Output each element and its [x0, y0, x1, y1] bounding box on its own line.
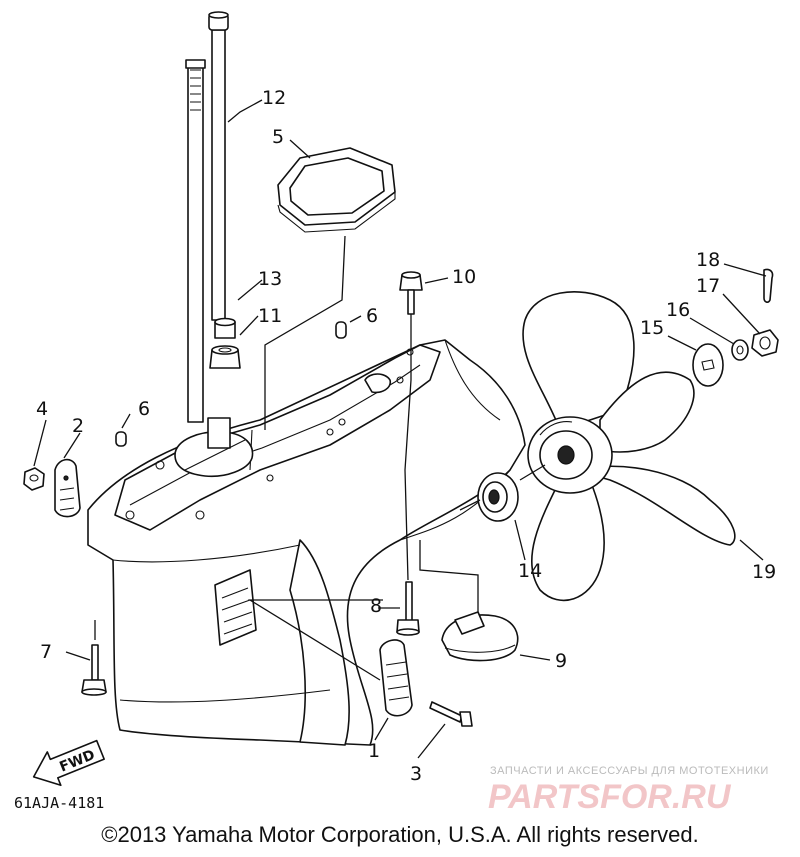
label-part-6-lower: 6: [138, 398, 150, 420]
label-part-2: 2: [72, 415, 84, 437]
cotter-pin-18: [763, 268, 774, 303]
diagram-code: 61AJA-4181: [14, 794, 104, 812]
label-part-18: 18: [696, 249, 720, 271]
copyright-notice: ©2013 Yamaha Motor Corporation, U.S.A. A…: [101, 822, 699, 847]
label-part-14: 14: [518, 560, 542, 582]
cover-plate-2: [54, 458, 81, 518]
drive-shaft: [185, 59, 206, 423]
cover-1: [379, 639, 413, 717]
screw-3: [429, 701, 473, 727]
shift-rod: [208, 11, 229, 321]
spacer-14: [477, 472, 519, 522]
label-part-5: 5: [272, 126, 284, 148]
bolt-8: [396, 581, 420, 636]
label-part-10: 10: [452, 266, 476, 288]
shift-rod-grommet: [209, 345, 241, 369]
washer-16: [731, 339, 749, 361]
nut-4: [23, 467, 45, 491]
bolt-10: [399, 271, 423, 315]
watermark-logo: PARTSFOR.RU: [488, 778, 732, 816]
castle-nut-17: [751, 329, 779, 357]
label-part-4: 4: [36, 398, 48, 420]
lower-casing: [87, 339, 526, 746]
dowel-pin-lower: [115, 431, 127, 447]
label-part-6-upper: 6: [366, 305, 378, 327]
leader-lines: [33, 99, 767, 759]
gasket: [277, 147, 396, 233]
fwd-arrow-icon: [32, 739, 105, 787]
label-part-13: 13: [258, 268, 282, 290]
shift-rod-bushing: [214, 317, 236, 339]
fwd-arrow: FWD: [32, 739, 105, 787]
label-part-19: 19: [752, 561, 776, 583]
label-part-15: 15: [640, 317, 664, 339]
watermark: ЗАПЧАСТИ И АКСЕССУАРЫ ДЛЯ МОТОТЕХНИКИ PA…: [488, 765, 769, 816]
washer-15: [692, 343, 724, 387]
watermark-tagline: ЗАПЧАСТИ И АКСЕССУАРЫ ДЛЯ МОТОТЕХНИКИ: [490, 765, 769, 777]
label-part-3: 3: [410, 763, 422, 785]
propeller-19: [522, 291, 736, 602]
anode-9: [441, 611, 519, 662]
part-labels: 1 2 3 4 5 6 6 7 8 9 10 11 12 13 14 15 16…: [36, 87, 776, 785]
dowel-pin-upper: [335, 321, 347, 339]
bolt-7: [81, 644, 107, 696]
label-part-1: 1: [368, 740, 380, 762]
label-part-11: 11: [258, 305, 282, 327]
water-inlet-cover: [214, 569, 257, 646]
label-part-17: 17: [696, 275, 720, 297]
label-part-9: 9: [555, 650, 567, 672]
label-part-16: 16: [666, 299, 690, 321]
label-part-8: 8: [370, 595, 382, 617]
label-part-7: 7: [40, 641, 52, 663]
label-part-12: 12: [262, 87, 286, 109]
